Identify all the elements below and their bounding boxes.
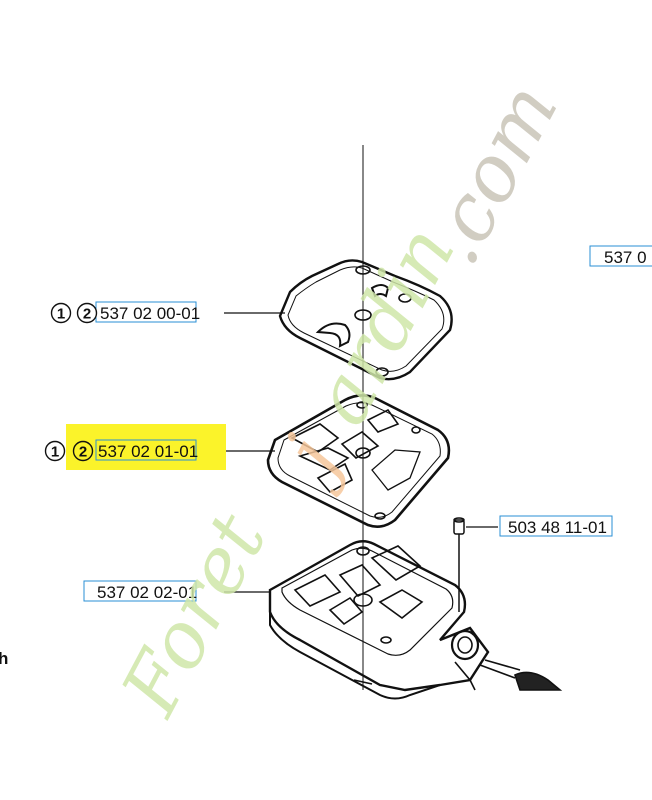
ref-number: 1 xyxy=(57,306,65,323)
ref-number: 2 xyxy=(79,444,87,461)
ref-circle-top-2: 2 xyxy=(76,302,98,324)
ref-circle-middle-2: 2 xyxy=(72,440,94,462)
label-box-right-clipped xyxy=(589,245,652,267)
edge-clipped-letter: h xyxy=(0,649,8,668)
label-box-housing xyxy=(83,580,197,602)
ref-number: 2 xyxy=(83,306,91,323)
middle-gasket-part xyxy=(266,394,451,528)
top-gasket-part xyxy=(278,259,453,381)
ref-circle-top-1: 1 xyxy=(50,302,72,324)
ref-circle-middle-1: 1 xyxy=(44,440,66,462)
part-number-housing: 537 02 02-01 xyxy=(97,583,197,602)
part-number-screw: 503 48 11-01 xyxy=(508,518,607,537)
housing-part xyxy=(268,540,490,700)
svg-text:j: j xyxy=(260,423,358,500)
part-number-right-clipped: 537 0 xyxy=(604,248,647,267)
spring-connector-part xyxy=(479,659,563,691)
svg-text:.com: .com xyxy=(407,69,575,278)
svg-text:Foret: Foret xyxy=(104,499,284,730)
label-box-middle xyxy=(95,439,197,461)
ref-number: 1 xyxy=(51,444,59,461)
highlight-box xyxy=(66,424,226,470)
screw-part xyxy=(453,517,465,612)
watermark-logo: Foret j ardin .com xyxy=(104,69,575,730)
label-box-screw xyxy=(499,515,613,537)
part-number-top: 537 02 00-01 xyxy=(100,304,200,323)
part-number-middle: 537 02 01-01 xyxy=(98,442,198,461)
